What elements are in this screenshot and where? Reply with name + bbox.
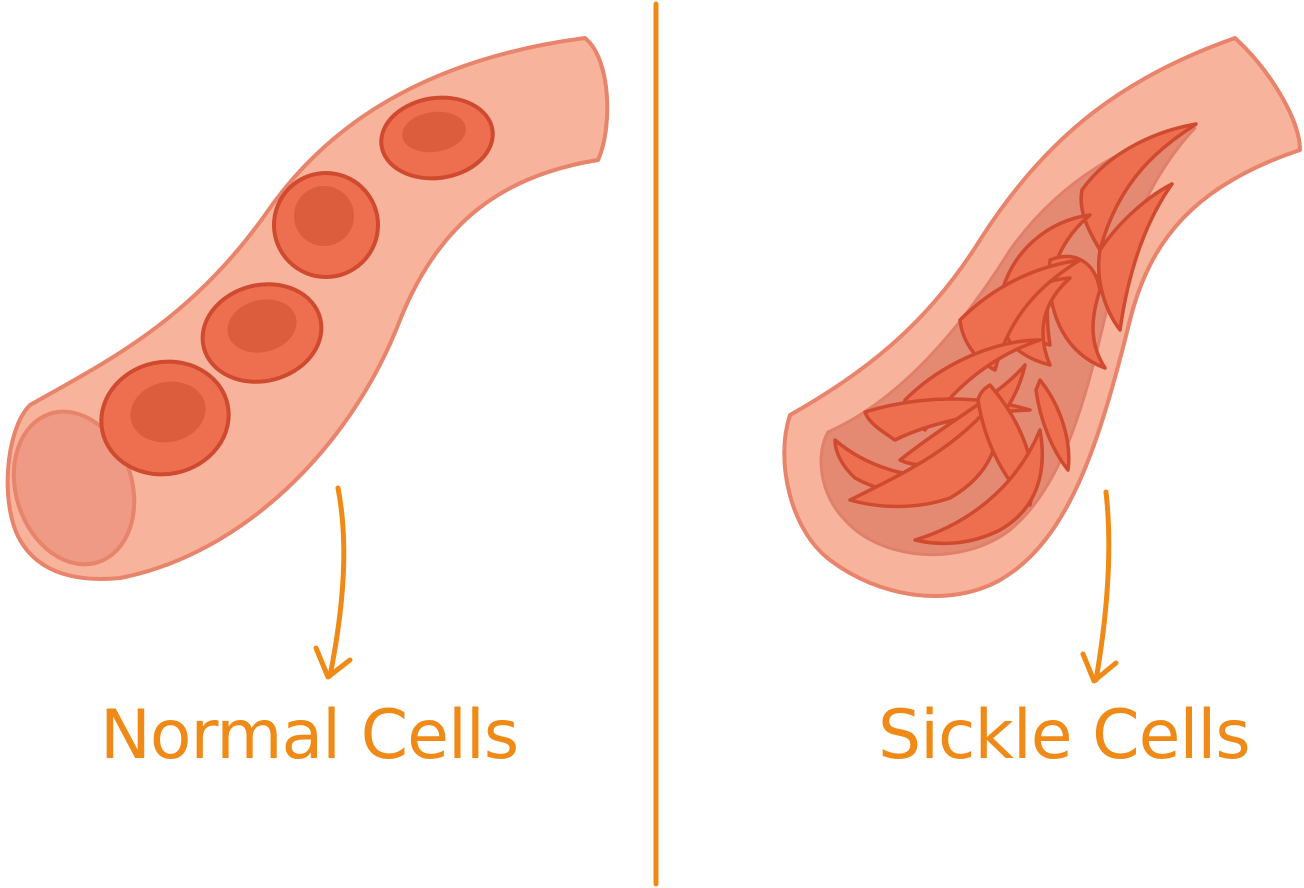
normal-cells bbox=[99, 95, 495, 477]
sickle-cell bbox=[1034, 378, 1071, 472]
sickle-cell bbox=[1096, 182, 1174, 332]
normal-cell bbox=[272, 171, 380, 279]
sickle-arrow bbox=[1080, 489, 1119, 684]
normal-arrow bbox=[313, 485, 353, 680]
sickle-cells-label: Sickle Cells bbox=[878, 696, 1251, 775]
normal-cell bbox=[99, 359, 231, 477]
sickle-cell bbox=[1079, 122, 1198, 252]
sickle-cells bbox=[833, 122, 1198, 546]
sickle-cell bbox=[913, 428, 1044, 546]
normal-cell bbox=[200, 282, 324, 384]
normal-cells-label: Normal Cells bbox=[100, 696, 519, 775]
normal-cell bbox=[379, 95, 495, 181]
normal-vessel-opening bbox=[11, 409, 137, 567]
